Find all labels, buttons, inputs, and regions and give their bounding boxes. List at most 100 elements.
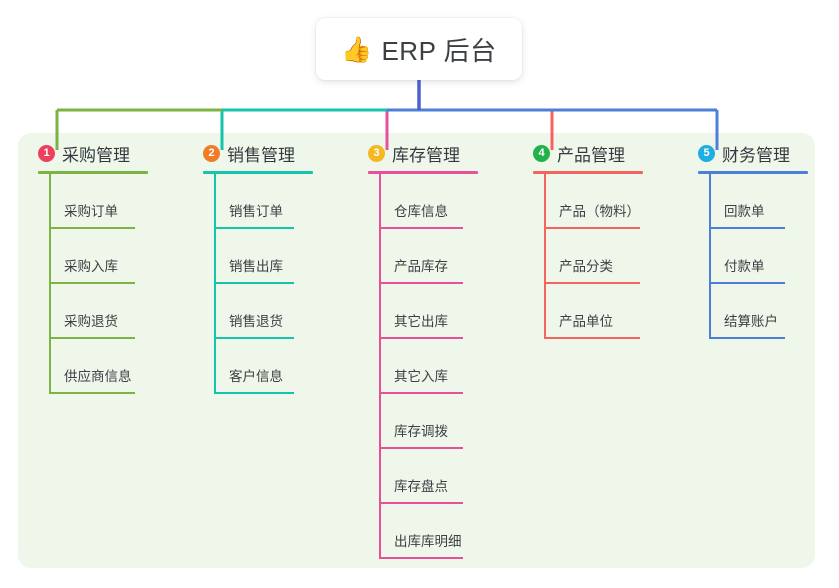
- branch-spine: [214, 174, 216, 394]
- branch-item-rule: [544, 337, 640, 339]
- branch-item-rule: [49, 282, 135, 284]
- branch-number-badge: 2: [203, 144, 220, 162]
- root-title: ERP 后台: [381, 35, 497, 66]
- branch-item-list: 产品（物料） 产品分类产品单位: [533, 174, 643, 339]
- branch-header-rule: [368, 171, 478, 174]
- branch-item-label: 其它出库: [394, 314, 448, 329]
- branch-header-rule: [38, 171, 148, 174]
- branch-item-rule: [544, 227, 640, 229]
- branch-title: 财务管理: [722, 145, 790, 165]
- branch-item-label: 销售退货: [229, 314, 283, 329]
- branch-item-rule: [709, 282, 785, 284]
- branch-item-label: 付款单: [724, 259, 765, 274]
- branch-item-label: 销售出库: [229, 259, 283, 274]
- branch-header-4[interactable]: 4 产品管理: [533, 140, 643, 166]
- branch-item-label: 其它入库: [394, 369, 448, 384]
- branch-item-label: 产品库存: [394, 259, 448, 274]
- branch-item-label: 产品分类: [559, 259, 613, 274]
- branch-number-badge: 1: [38, 144, 55, 162]
- branch-header-rule: [203, 171, 313, 174]
- branch-item-rule: [379, 557, 463, 559]
- branch-column-3: 3 库存管理仓库信息产品库存其它出库其它入库库存调拨库存盘点出库库明细: [368, 140, 478, 559]
- branch-item[interactable]: 采购入库: [38, 229, 148, 284]
- branch-item-rule: [379, 227, 463, 229]
- branch-item-label: 供应商信息: [64, 369, 132, 384]
- branch-header-3[interactable]: 3 库存管理: [368, 140, 478, 166]
- branch-item-label: 结算账户: [724, 314, 778, 329]
- branch-spine: [544, 174, 546, 339]
- branch-item[interactable]: 仓库信息: [368, 174, 478, 229]
- branch-item-label: 库存盘点: [394, 479, 448, 494]
- branch-title: 产品管理: [557, 145, 625, 165]
- branch-column-5: 5 财务管理回款单付款单结算账户: [698, 140, 808, 339]
- branch-item[interactable]: 采购订单: [38, 174, 148, 229]
- branch-item-label: 仓库信息: [394, 204, 448, 219]
- branch-item-label: 出库库明细: [394, 534, 462, 549]
- branch-item[interactable]: 采购退货: [38, 284, 148, 339]
- branch-header-rule: [698, 171, 808, 174]
- branch-column-1: 1 采购管理采购订单采购入库采购退货供应商信息: [38, 140, 148, 394]
- branch-item-rule: [214, 392, 294, 394]
- branch-item[interactable]: 销售出库: [203, 229, 313, 284]
- branch-item[interactable]: 其它入库: [368, 339, 478, 394]
- branch-item[interactable]: 其它出库: [368, 284, 478, 339]
- branch-item-label: 采购退货: [64, 314, 118, 329]
- branch-item-label: 采购订单: [64, 204, 118, 219]
- branch-item[interactable]: 库存盘点: [368, 449, 478, 504]
- branch-item[interactable]: 产品库存: [368, 229, 478, 284]
- branch-item[interactable]: 客户信息: [203, 339, 313, 394]
- branch-item[interactable]: 产品单位: [533, 284, 643, 339]
- branch-header-5[interactable]: 5 财务管理: [698, 140, 808, 166]
- branch-item-list: 采购订单采购入库采购退货供应商信息: [38, 174, 148, 394]
- branch-item-label: 销售订单: [229, 204, 283, 219]
- branch-item-rule: [379, 447, 463, 449]
- branch-item-rule: [379, 502, 463, 504]
- branch-item-rule: [214, 227, 294, 229]
- branch-item-rule: [379, 337, 463, 339]
- branch-spine: [379, 174, 381, 559]
- branch-item[interactable]: 供应商信息: [38, 339, 148, 394]
- branch-column-2: 2 销售管理销售订单销售出库销售退货客户信息: [203, 140, 313, 394]
- branch-item[interactable]: 产品（物料）: [533, 174, 643, 229]
- branch-item-list: 销售订单销售出库销售退货客户信息: [203, 174, 313, 394]
- branch-number-badge: 3: [368, 144, 385, 162]
- branch-item[interactable]: 销售退货: [203, 284, 313, 339]
- branch-item[interactable]: 产品分类: [533, 229, 643, 284]
- branch-item[interactable]: 结算账户: [698, 284, 808, 339]
- branch-item[interactable]: 库存调拨: [368, 394, 478, 449]
- branch-item-rule: [379, 392, 463, 394]
- branch-item[interactable]: 付款单: [698, 229, 808, 284]
- thumbs-up-icon: 👍: [341, 34, 373, 64]
- branch-item-label: 产品单位: [559, 314, 613, 329]
- branch-title: 采购管理: [62, 145, 130, 165]
- branch-column-4: 4 产品管理产品（物料） 产品分类产品单位: [533, 140, 643, 339]
- branch-item-list: 仓库信息产品库存其它出库其它入库库存调拨库存盘点出库库明细: [368, 174, 478, 559]
- branch-item-label: 回款单: [724, 204, 765, 219]
- branch-item-rule: [709, 227, 785, 229]
- branch-item-label: 客户信息: [229, 369, 283, 384]
- root-node[interactable]: 👍 ERP 后台: [316, 18, 522, 80]
- branch-item-rule: [214, 282, 294, 284]
- branch-number-badge: 4: [533, 144, 550, 162]
- branch-item[interactable]: 销售订单: [203, 174, 313, 229]
- branch-header-2[interactable]: 2 销售管理: [203, 140, 313, 166]
- branch-item-rule: [544, 282, 640, 284]
- branch-item-rule: [49, 337, 135, 339]
- diagram-panel: [18, 133, 815, 568]
- branch-header-rule: [533, 171, 643, 174]
- branch-item-rule: [379, 282, 463, 284]
- branch-item-list: 回款单付款单结算账户: [698, 174, 808, 339]
- branch-item[interactable]: 回款单: [698, 174, 808, 229]
- branch-item-rule: [214, 337, 294, 339]
- branch-item-label: 采购入库: [64, 259, 118, 274]
- branch-item-rule: [49, 392, 135, 394]
- branch-title: 销售管理: [227, 145, 295, 165]
- branch-title: 库存管理: [392, 145, 460, 165]
- branch-item-label: 库存调拨: [394, 424, 448, 439]
- branch-header-1[interactable]: 1 采购管理: [38, 140, 148, 166]
- branch-item-rule: [49, 227, 135, 229]
- branch-number-badge: 5: [698, 144, 715, 162]
- branch-item-label: 产品（物料）: [559, 204, 640, 219]
- branch-item[interactable]: 出库库明细: [368, 504, 478, 559]
